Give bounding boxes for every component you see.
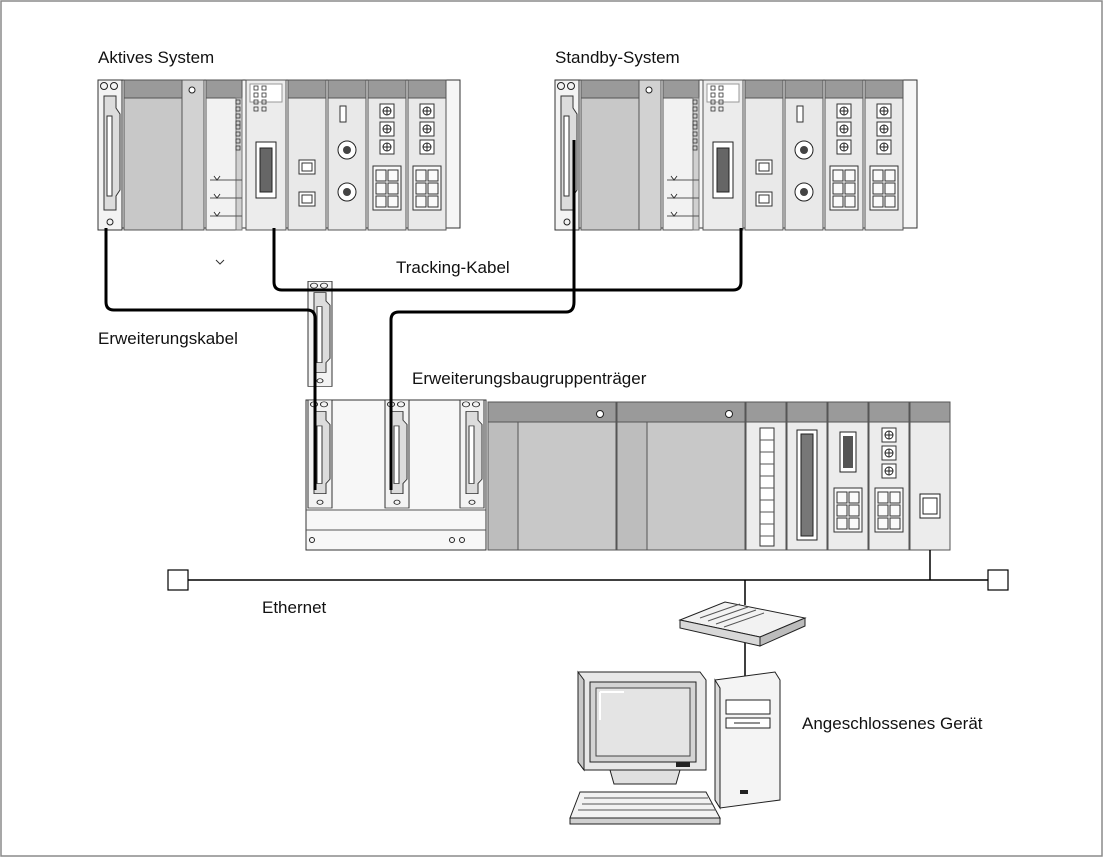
ethernet-line: [167, 550, 1009, 680]
ethernet-terminator-left: [167, 569, 189, 591]
tracking-cable: [272, 228, 743, 292]
label-extension-cable: Erweiterungskabel: [98, 329, 238, 348]
active-system-rack: [97, 79, 461, 265]
label-tracking-cable: Tracking-Kabel: [396, 258, 510, 277]
label-extension-rack: Erweiterungsbaugruppenträger: [412, 369, 647, 388]
label-ethernet: Ethernet: [262, 598, 327, 617]
label-active-system: Aktives System: [98, 48, 215, 67]
label-connected-device: Angeschlossenes Gerät: [802, 714, 983, 733]
standby-system-rack: [554, 79, 918, 231]
ethernet-terminator-right: [987, 569, 1009, 591]
label-standby-system: Standby-System: [555, 48, 680, 67]
connected-device-computer: [569, 670, 781, 825]
extension-rack: [305, 280, 951, 551]
extension-cable-standby: [389, 140, 576, 490]
network-hub: [678, 601, 807, 647]
extension-cable-active: [104, 228, 317, 490]
